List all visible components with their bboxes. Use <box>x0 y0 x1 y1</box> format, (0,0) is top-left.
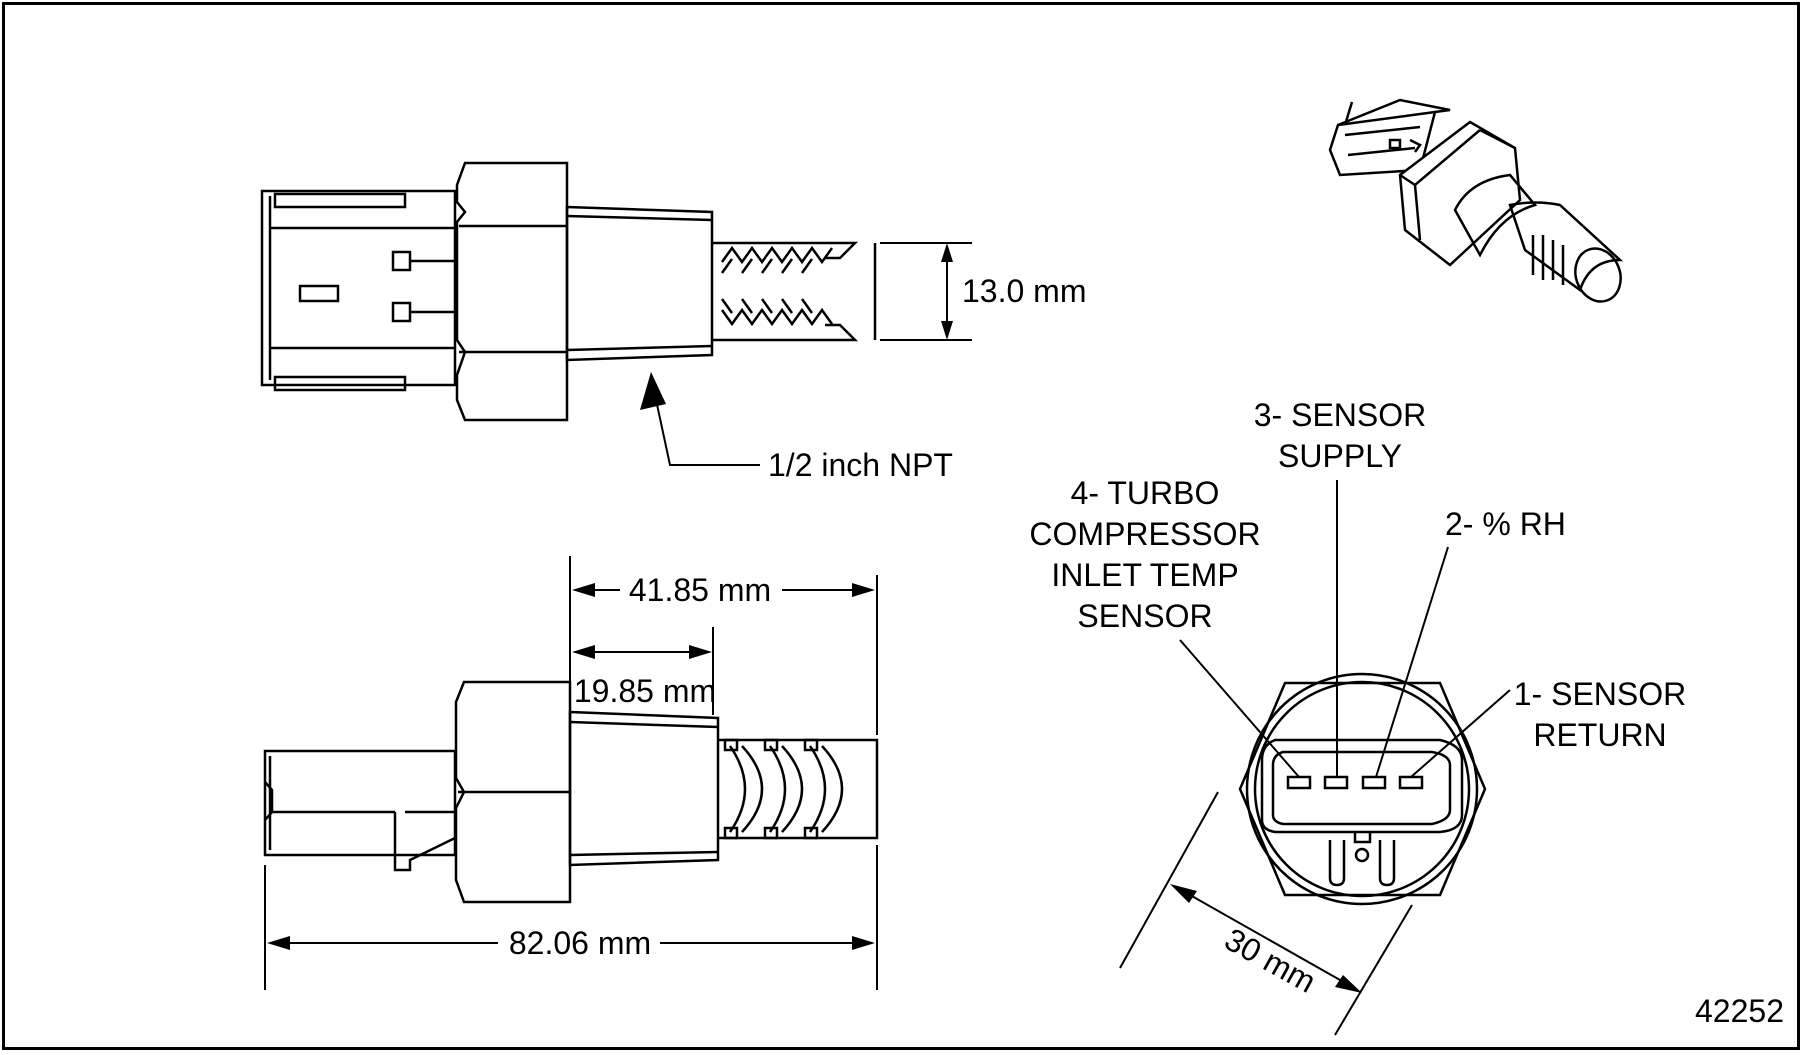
dim-hex-across-flats: 30 mm <box>1219 921 1322 1000</box>
sensor-isometric-view <box>1328 98 1624 303</box>
pin4-label-line2: COMPRESSOR <box>1029 516 1260 552</box>
thread-teeth-top <box>720 245 834 327</box>
pin3-label-line2: SUPPLY <box>1278 438 1402 474</box>
dim-thread-diameter: 13.0 mm <box>962 273 1086 309</box>
pin3-label-line1: 3- SENSOR <box>1254 397 1426 433</box>
dim-overall-length: 82.06 mm <box>509 925 651 961</box>
thread-teeth-bottom <box>723 738 844 840</box>
sensor-side-view-top: 13.0 mm 1/2 inch NPT <box>260 161 1086 483</box>
pin-labels: 3- SENSOR SUPPLY 4- TURBO COMPRESSOR INL… <box>1029 397 1686 753</box>
dim-hex-to-tip: 41.85 mm <box>629 572 771 608</box>
dim-hex-to-thread: 19.85 mm <box>574 673 716 709</box>
sensor-front-view: 30 mm <box>1119 480 1511 1036</box>
connector-pins <box>1286 775 1424 790</box>
figure-number: 42252 <box>1695 993 1784 1029</box>
pin1-label-line2: RETURN <box>1533 717 1666 753</box>
pin4-label-line1: 4- TURBO <box>1071 475 1220 511</box>
pin1-label-line1: 1- SENSOR <box>1514 676 1686 712</box>
label-thread-type: 1/2 inch NPT <box>768 447 953 483</box>
pin4-label-line3: INLET TEMP <box>1051 557 1238 593</box>
sensor-side-view-bottom: 41.85 mm 19.85 mm 82.06 mm <box>263 556 879 990</box>
pin4-label-line4: SENSOR <box>1077 598 1212 634</box>
pin2-label: 2- % RH <box>1445 506 1566 542</box>
